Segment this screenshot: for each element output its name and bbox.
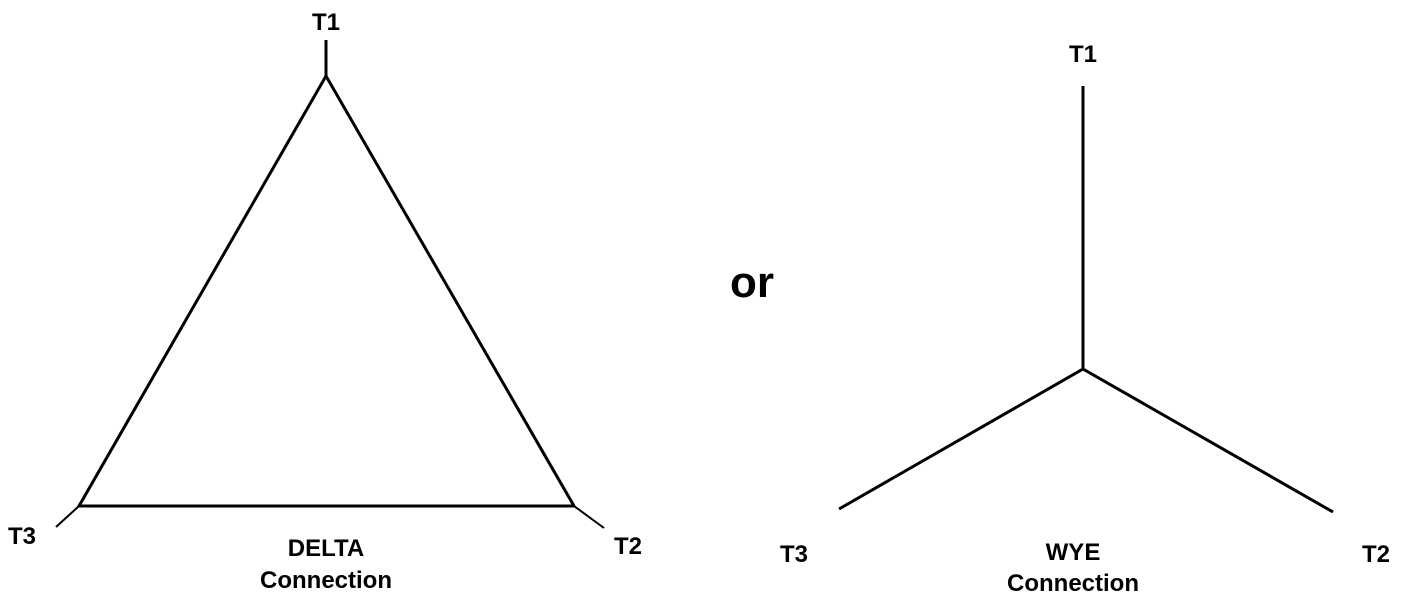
wye-t1-label: T1	[1069, 41, 1097, 68]
delta-t1-label: T1	[312, 9, 340, 36]
wye-diagram: T1 T2 T3 WYE Connection	[780, 41, 1390, 597]
delta-subtitle: Connection	[260, 567, 392, 594]
or-separator: or	[730, 258, 774, 307]
wye-title: WYE	[1046, 539, 1101, 566]
delta-t3-lead	[55, 505, 80, 528]
wye-t2-label: T2	[1362, 541, 1390, 568]
delta-diagram: T1 T2 T3 DELTA Connection	[8, 9, 642, 594]
delta-t3-label: T3	[8, 523, 36, 550]
delta-title: DELTA	[288, 535, 364, 562]
wye-subtitle: Connection	[1007, 570, 1139, 597]
wye-t3-arm	[838, 367, 1084, 511]
delta-t2-label: T2	[614, 533, 642, 560]
wye-t3-label: T3	[780, 541, 808, 568]
delta-triangle	[76, 72, 577, 508]
delta-t2-lead	[573, 505, 605, 529]
wye-t2-arm	[1082, 367, 1334, 514]
